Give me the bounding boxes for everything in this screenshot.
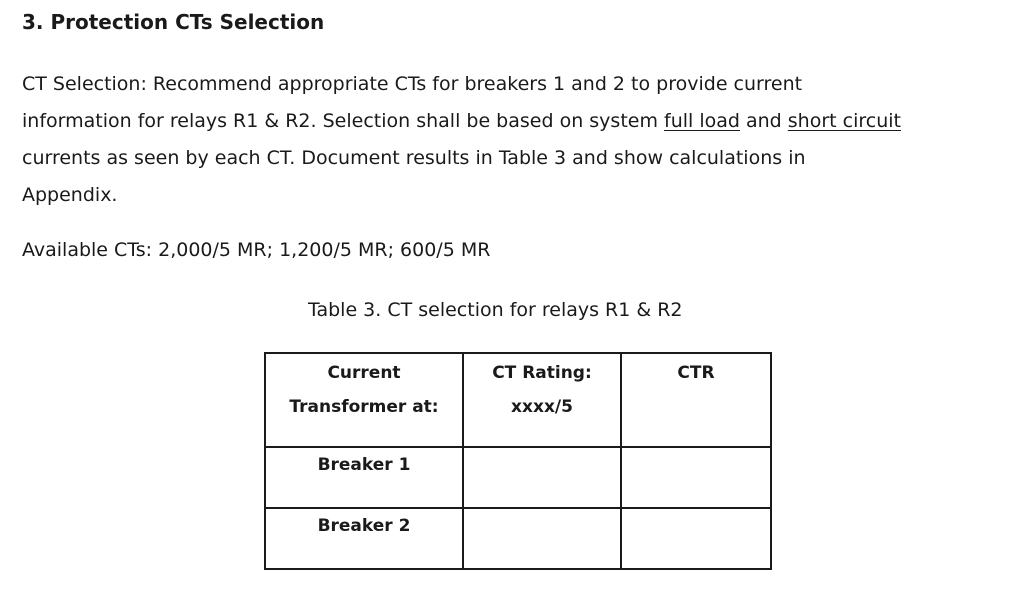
ct-rating-cell [462,507,622,570]
ct-selection-table: Current Transformer at: CT Rating: xxxx/… [264,352,772,570]
header-cell-line: Current [327,363,401,383]
table-header-row: Current Transformer at: CT Rating: xxxx/… [264,352,772,448]
ct-rating-cell [462,446,622,509]
header-cell-line: Transformer at: [289,397,439,417]
table-row: Breaker 1 [264,446,772,509]
header-cell-line: CT Rating: [492,363,592,383]
header-current-transformer: Current Transformer at: [264,352,464,448]
row-label-cell: Breaker 1 [264,446,464,509]
header-cell-line: CTR [677,363,715,383]
instructions-paragraph: CT Selection: Recommend appropriate CTs … [22,66,1022,214]
section-heading: 3. Protection CTs Selection [22,10,325,34]
available-cts-text: Available CTs: 2,000/5 MR; 1,200/5 MR; 6… [22,239,491,261]
paragraph-line-1: CT Selection: Recommend appropriate CTs … [22,73,803,95]
ctr-cell [620,446,772,509]
table-caption: Table 3. CT selection for relays R1 & R2 [308,299,683,321]
row-label: Breaker 2 [317,516,411,536]
paragraph-line-2-mid: and [739,110,788,132]
row-label-cell: Breaker 2 [264,507,464,570]
paragraph-line-3: currents as seen by each CT. Document re… [22,147,806,169]
table-row: Breaker 2 [264,507,772,570]
header-cell-line: xxxx/5 [511,397,573,417]
ctr-cell [620,507,772,570]
row-label: Breaker 1 [317,455,411,475]
header-ct-rating: CT Rating: xxxx/5 [462,352,622,448]
paragraph-line-2: information for relays R1 & R2. Selectio… [22,103,1022,140]
paragraph-line-4: Appendix. [22,184,118,206]
underlined-short-circuit: short circuit [787,110,901,132]
paragraph-line-2-start: information for relays R1 & R2. Selectio… [22,110,665,132]
underlined-full-load: full load [664,110,740,132]
header-ctr: CTR [620,352,772,448]
